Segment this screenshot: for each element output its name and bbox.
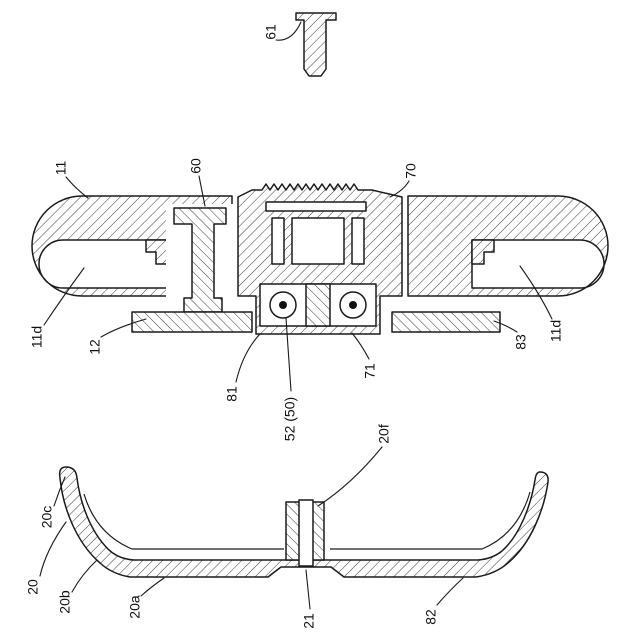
leader-70: [389, 180, 410, 198]
hook-left-shape: [145, 239, 169, 265]
leader-83: [493, 320, 518, 333]
bearing-ball-right-center: [349, 301, 357, 309]
tray-inner-ledge-left: [83, 493, 284, 550]
reference-labels: 61 11 60 70 11d 12 81 52 (50) 71 83 11d …: [25, 24, 564, 629]
label-61: 61: [263, 24, 279, 40]
label-20c: 20c: [39, 506, 55, 529]
hub-70-shape: [237, 183, 403, 335]
leader-61: [275, 21, 302, 41]
label-11d-right: 11d: [548, 320, 564, 342]
plate-12-shape: [131, 311, 253, 333]
lower-tray: [58, 466, 549, 578]
label-81: 81: [224, 386, 240, 402]
label-20b: 20b: [57, 590, 73, 614]
leader-20c: [53, 476, 66, 507]
leader-82: [436, 577, 464, 606]
leader-52-50: [285, 317, 292, 392]
leader-81: [235, 333, 261, 383]
leader-11d-right: [519, 265, 553, 320]
label-20f: 20f: [376, 424, 392, 444]
leader-lines: [39, 21, 553, 610]
leader-60: [198, 175, 206, 207]
pin-61: [295, 12, 337, 77]
leader-11d-left: [43, 267, 85, 326]
label-82: 82: [423, 609, 439, 625]
leader-21: [305, 569, 311, 610]
tray-20-shape: [58, 466, 549, 578]
bearing-ball-left-center: [279, 301, 287, 309]
label-12: 12: [87, 339, 103, 355]
pin-61-shape: [295, 12, 337, 77]
label-11: 11: [53, 161, 69, 176]
tray-inner-ledge-right: [330, 491, 531, 550]
leader-20a: [140, 577, 165, 597]
label-21: 21: [301, 613, 317, 629]
hook-right-shape: [471, 239, 495, 265]
label-52-50: 52 (50): [282, 397, 298, 441]
upper-assembly: [31, 183, 609, 335]
label-20: 20: [25, 579, 41, 595]
plate-83-shape: [391, 311, 501, 333]
leader-20: [39, 521, 67, 577]
label-20a: 20a: [127, 595, 143, 619]
leader-20b: [71, 559, 98, 593]
label-11d-left: 11d: [29, 326, 45, 348]
leader-12: [100, 318, 147, 338]
slot-21-shape: [298, 499, 314, 567]
label-71: 71: [362, 363, 378, 379]
label-70: 70: [403, 163, 419, 179]
leader-71: [351, 332, 370, 360]
leader-20f: [317, 446, 383, 507]
shell-right-shape: [407, 195, 609, 297]
label-60: 60: [188, 158, 204, 174]
leader-11: [65, 176, 89, 199]
bearing-shaft-shape: [305, 283, 331, 327]
label-83: 83: [513, 334, 529, 350]
